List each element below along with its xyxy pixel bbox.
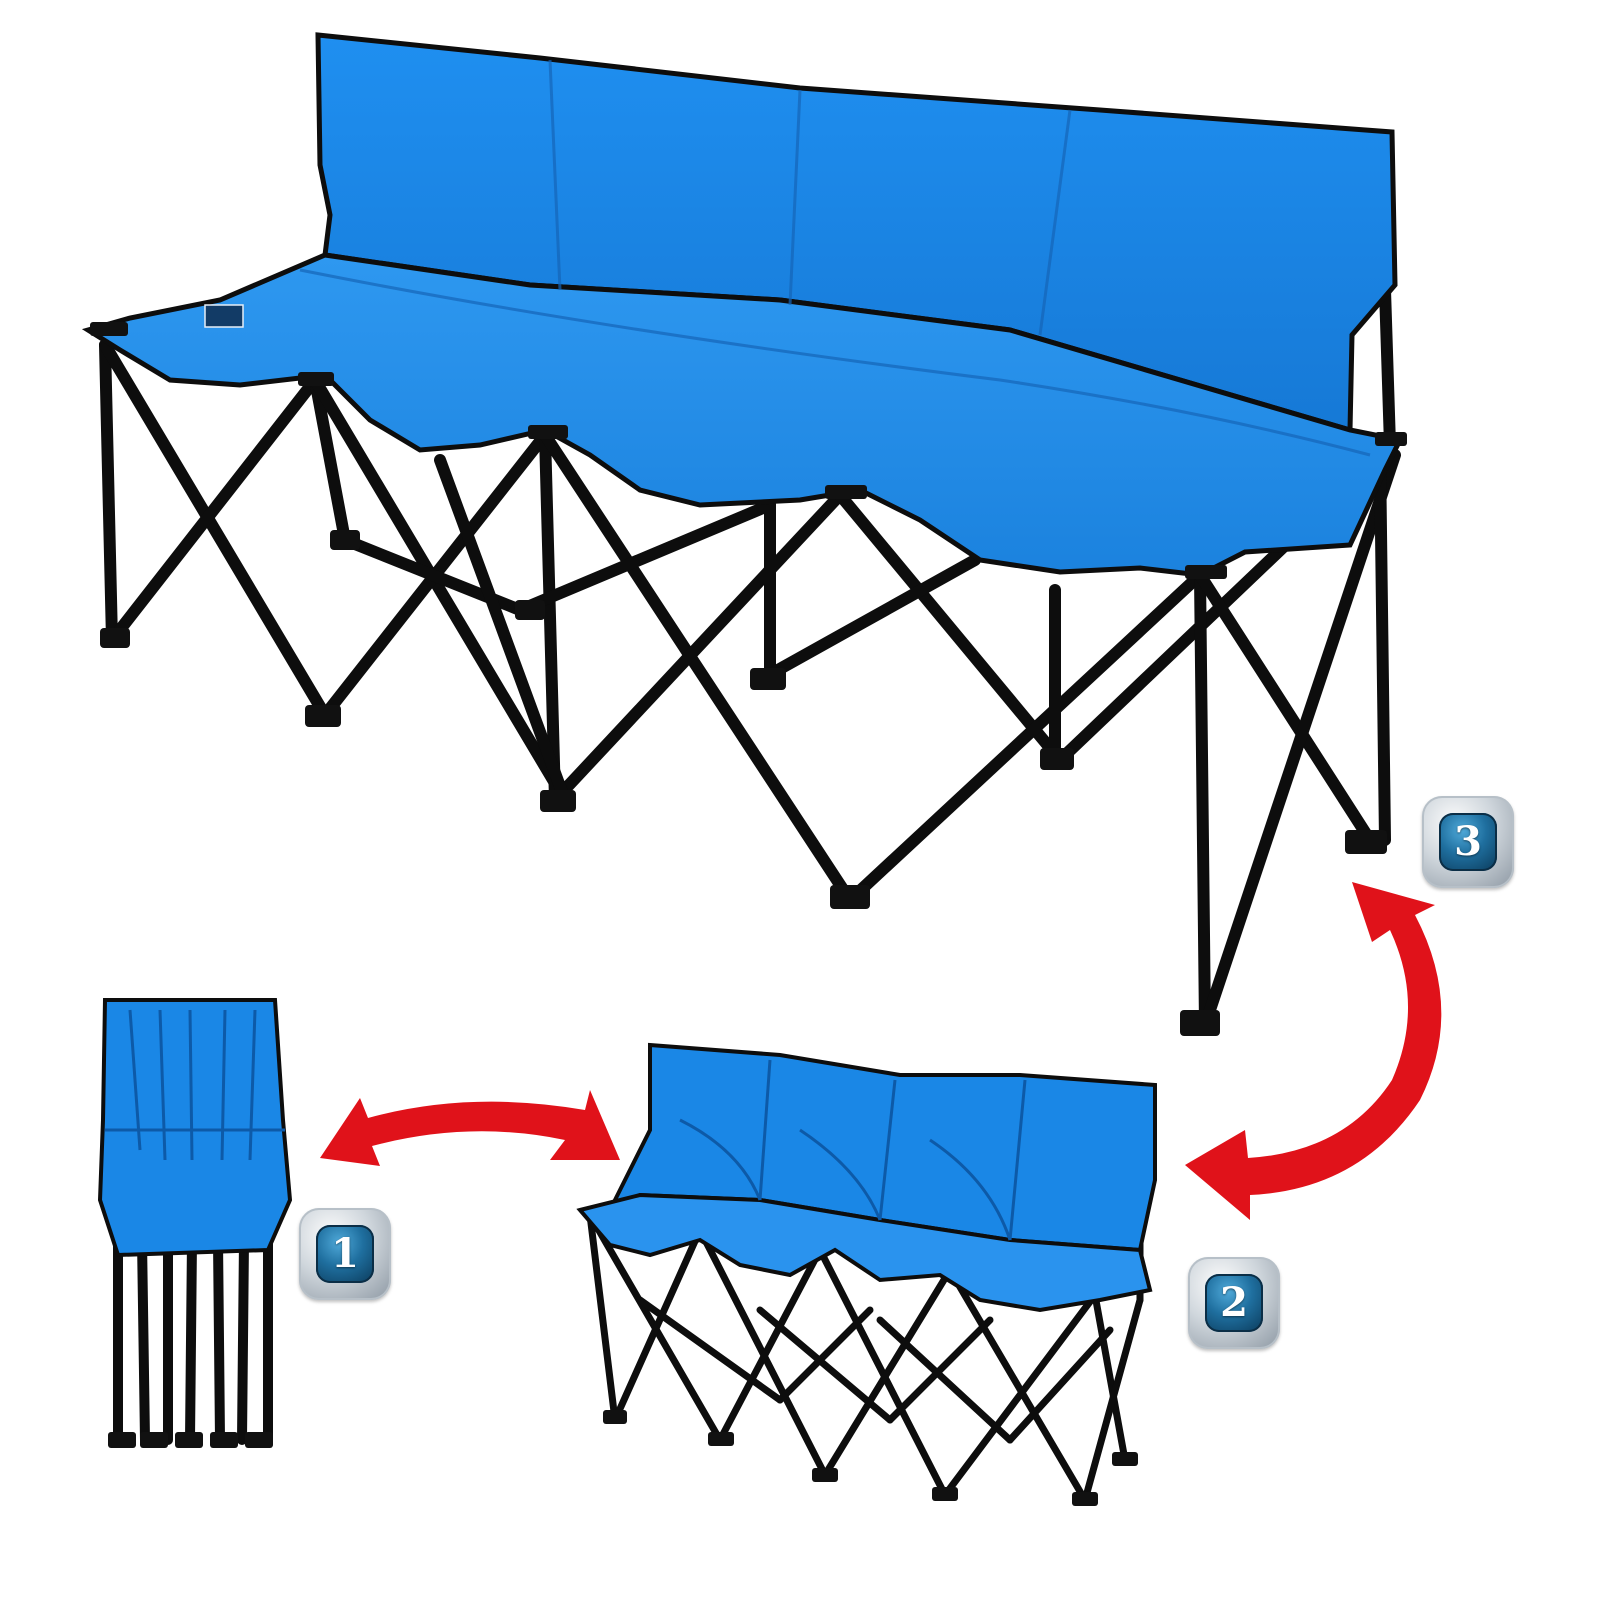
arrow-1-2 [320, 1090, 620, 1166]
folded-bench [97, 998, 293, 1448]
open-bench-feet [100, 530, 1387, 1036]
step-badge-2-face: 2 [1205, 1274, 1263, 1332]
step-number-2: 2 [1220, 1279, 1248, 1326]
folded-bench-feet [108, 1432, 273, 1448]
step-badge-2: 2 [1188, 1257, 1280, 1349]
open-bench-seat [81, 252, 1404, 578]
folded-bench-legs [113, 1235, 273, 1445]
open-bench-seams [299, 59, 1371, 457]
step-number-1: 1 [331, 1230, 359, 1277]
brand-tag [204, 304, 244, 328]
step-badge-3-face: 3 [1439, 813, 1497, 871]
folded-bench-fabric [97, 998, 293, 1258]
half-open-bench-feet [603, 1410, 1138, 1506]
open-bench-frame [99, 284, 1401, 1031]
folded-bench-folds [105, 1009, 285, 1161]
transition-arrows [320, 882, 1442, 1220]
step-badge-1: 1 [299, 1208, 391, 1300]
step-number-3: 3 [1454, 818, 1482, 865]
step-badge-3: 3 [1422, 796, 1514, 888]
half-open-bench-folds [679, 1059, 1027, 1241]
open-bench [81, 32, 1407, 1036]
half-open-bench [576, 1042, 1157, 1506]
arrow-2-3 [1185, 882, 1442, 1220]
open-bench-caps [90, 322, 1407, 579]
step-badge-1-face: 1 [316, 1225, 374, 1283]
